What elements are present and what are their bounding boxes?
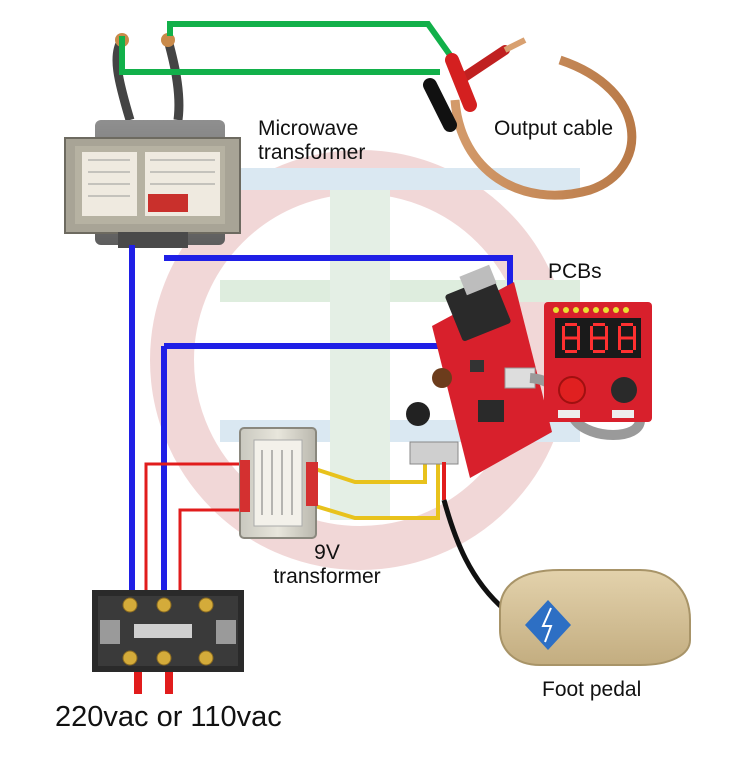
- low-voltage-wire: [311, 458, 440, 520]
- terminal-block: [92, 590, 244, 672]
- display-segment: [562, 326, 565, 338]
- display-segment: [593, 323, 605, 326]
- output-cable-label: Output cable: [494, 117, 614, 140]
- display-segment: [633, 338, 636, 350]
- display-segment: [593, 336, 605, 340]
- display-segment: [565, 350, 577, 353]
- microwave-transformer-label: Microwave: [258, 117, 359, 140]
- display-segment: [590, 338, 593, 350]
- foot-pedal-label: Foot pedal: [542, 678, 642, 701]
- display-segment: [633, 326, 636, 338]
- mains-input-wire: [134, 672, 173, 694]
- display-pcb: [544, 302, 652, 422]
- display-segment: [621, 323, 633, 326]
- display-segment: [621, 336, 633, 340]
- output-cable: [423, 37, 637, 200]
- seven-segment-display: [562, 323, 636, 353]
- output-wire: [119, 21, 458, 75]
- main-pcb: [406, 264, 552, 478]
- mains-input-label: 220vac or 110vac: [55, 701, 282, 733]
- microwave-transformer-label-line2: transformer: [258, 141, 366, 164]
- display-segment: [565, 336, 577, 340]
- 9v-transformer-label: 9V: [314, 541, 340, 564]
- display-segment: [621, 350, 633, 353]
- display-segment: [605, 338, 608, 350]
- display-segment: [593, 350, 605, 353]
- display-segment: [562, 338, 565, 350]
- display-segment: [605, 326, 608, 338]
- display-segment: [618, 326, 621, 338]
- pedal-wire: [441, 462, 507, 612]
- display-segment: [618, 338, 621, 350]
- display-segment: [565, 323, 577, 326]
- primary-wire: [144, 462, 246, 612]
- display-segment: [577, 326, 580, 338]
- 9v-transformer-label-line2: transformer: [273, 565, 381, 588]
- foot-pedal: [499, 569, 691, 666]
- display-segment: [590, 326, 593, 338]
- pcbs-label: PCBs: [548, 260, 602, 283]
- display-segment: [577, 338, 580, 350]
- danger-label-icon: [148, 194, 188, 212]
- microwave-transformer: [64, 33, 241, 248]
- 9v-transformer: [239, 427, 318, 539]
